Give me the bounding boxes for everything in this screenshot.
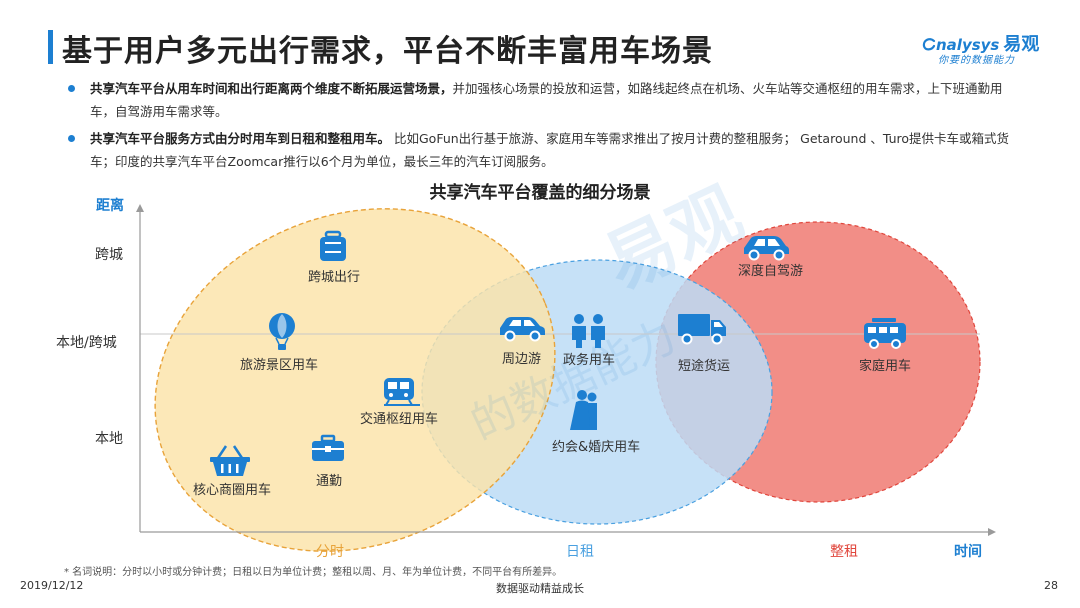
logo-tagline: 你要的数据能力: [938, 55, 1015, 66]
scenario-label: 周边游: [502, 352, 541, 367]
people-icon: [572, 314, 605, 348]
scenario-label: 短途货运: [678, 358, 730, 374]
footer-slogan: 数据驱动精益成长: [496, 582, 584, 595]
bullet-dot: [68, 85, 75, 92]
scenario-label: 约会&婚庆用车: [552, 439, 640, 455]
scenario-label: 家庭用车: [859, 358, 911, 374]
diagram-title: 共享汽车平台覆盖的细分场景: [429, 183, 651, 203]
y-level-label: 本地: [95, 431, 123, 447]
x-group-label: 分时: [316, 544, 344, 560]
footer-date: 2019/12/12: [20, 579, 84, 592]
bullet-item: 共享汽车平台服务方式由分时用车到日租和整租用车。 比如GoFun出行基于旅游、家…: [66, 127, 1026, 173]
scenario-label: 跨城出行: [308, 270, 360, 285]
logo-brand-text: nalysys: [936, 36, 1000, 54]
sedan-icon: [500, 317, 545, 342]
wedding-couple-icon: [570, 390, 597, 430]
hot-air-balloon-icon: [269, 313, 295, 350]
timeshare-ellipse-yellow: [154, 208, 556, 552]
y-axis-label: 距离: [96, 197, 124, 214]
logo-brand-cn: 易观: [1003, 34, 1040, 55]
y-level-label: 跨城: [95, 247, 123, 263]
y-axis-arrow: [136, 204, 144, 212]
shopping-basket-icon: [210, 445, 250, 476]
bullet-text: 并加强核心场景的投放和运营，如路线起终点在机场、火车站等交通枢纽的用车需求，上下…: [90, 81, 1003, 119]
scenario-label: 通勤: [316, 474, 342, 489]
x-axis-arrow: [988, 528, 996, 536]
bullet-text: 比如GoFun出行基于旅游、家庭用车等需求推出了按月计费的整租服务； Getar…: [90, 131, 1010, 169]
x-group-label: 日租: [566, 544, 594, 560]
scenario-label: 核心商圈用车: [193, 482, 271, 498]
scenario-label: 交通枢纽用车: [360, 411, 438, 427]
bullet-item: 共享汽车平台从用车时间和出行距离两个维度不断拓展运营场景，并加强核心场景的投放和…: [66, 77, 1026, 123]
train-icon: [384, 378, 420, 406]
suv-icon: [744, 236, 789, 261]
luggage-icon: [320, 230, 346, 261]
bullet-bold-text: 共享汽车平台服务方式由分时用车到日租和整租用车。: [90, 131, 391, 146]
scenario-label: 旅游景区用车: [240, 357, 318, 373]
scenario-label: 深度自驾游: [738, 263, 803, 279]
page-title: 基于用户多元出行需求，平台不断丰富用车场景: [62, 34, 713, 69]
briefcase-icon: [312, 434, 344, 461]
bullet-bold-text: 共享汽车平台从用车时间和出行距离两个维度不断拓展运营场景，: [90, 81, 453, 96]
truck-icon: [678, 314, 726, 345]
title-accent-bar: [48, 30, 53, 64]
page-number: 28: [1044, 579, 1058, 592]
footnote: * 名词说明：分时以小时或分钟计费；日租以日为单位计费；整租以周、月、年为单位计…: [64, 567, 563, 578]
y-level-label: 本地/跨城: [56, 335, 117, 351]
x-group-label: 整租: [830, 544, 858, 560]
x-axis-label: 时间: [954, 543, 982, 560]
logo-a-swoosh-icon: [922, 38, 936, 51]
bullet-dot: [68, 135, 75, 142]
van-icon: [864, 318, 906, 349]
summary-bullets: 共享汽车平台从用车时间和出行距离两个维度不断拓展运营场景，并加强核心场景的投放和…: [66, 77, 1026, 173]
scenario-label: 政务用车: [563, 352, 615, 368]
